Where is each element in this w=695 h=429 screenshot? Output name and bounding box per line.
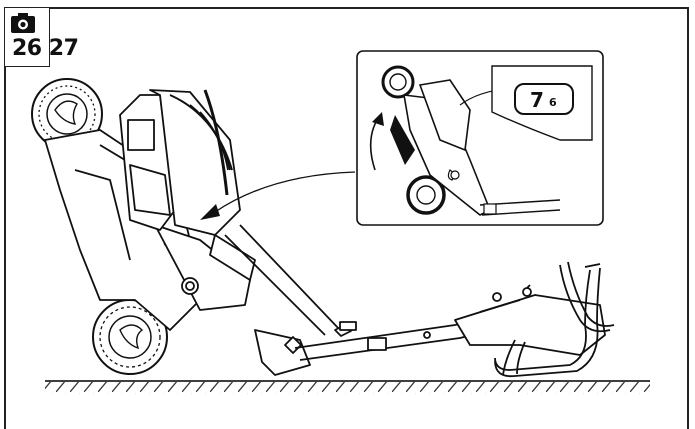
engine [119, 89, 256, 281]
frame-top-line [4, 7, 688, 9]
rear-wheel-icon [31, 78, 103, 150]
figure-numbers: 26 27 [12, 36, 79, 61]
detail-inset [356, 50, 604, 226]
frame-right-line [687, 7, 689, 429]
ground [45, 380, 650, 394]
handle-bar [494, 261, 615, 378]
height-setting-value: 7 [530, 88, 544, 112]
callout-arrow [200, 171, 356, 220]
handle-frame [224, 224, 606, 376]
camera-icon [11, 13, 35, 33]
height-setting-next: 6 [549, 96, 557, 109]
frame-left-line [4, 7, 6, 429]
